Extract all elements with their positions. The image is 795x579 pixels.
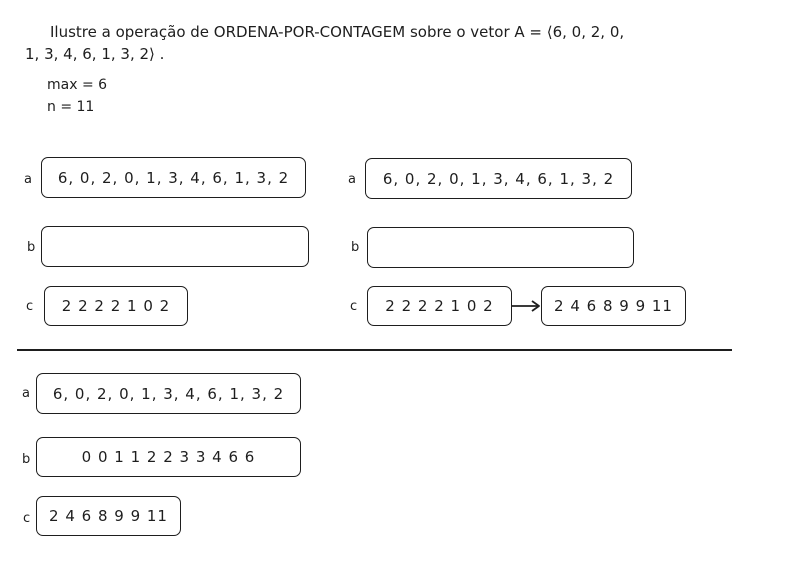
step2-label-c: c bbox=[350, 299, 358, 314]
step3-array-a: 6, 0, 2, 0, 1, 3, 4, 6, 1, 3, 2 bbox=[36, 373, 301, 414]
step3-array-b: 0 0 1 1 2 2 3 3 4 6 6 bbox=[36, 437, 301, 477]
step3-label-b: b bbox=[22, 452, 31, 467]
step1-label-b: b bbox=[27, 240, 36, 255]
step2-array-a: 6, 0, 2, 0, 1, 3, 4, 6, 1, 3, 2 bbox=[365, 158, 632, 199]
step2-label-a: a bbox=[348, 172, 356, 187]
step1-label-c: c bbox=[26, 299, 34, 314]
step3-label-c: c bbox=[23, 511, 31, 526]
max-value: max = 6 bbox=[47, 77, 108, 93]
step1-label-a: a bbox=[24, 172, 32, 187]
step3-array-c: 2 4 6 8 9 9 11 bbox=[36, 496, 181, 536]
step1-array-b bbox=[41, 226, 309, 267]
step2-array-c-next: 2 4 6 8 9 9 11 bbox=[541, 286, 686, 326]
arrow-icon bbox=[512, 300, 540, 312]
step2-array-b bbox=[367, 227, 634, 268]
step3-label-a: a bbox=[22, 386, 30, 401]
step2-label-b: b bbox=[351, 240, 360, 255]
problem-statement-line-1: Ilustre a operação de ORDENA-POR-CONTAGE… bbox=[50, 23, 625, 41]
step1-array-c: 2 2 2 2 1 0 2 bbox=[44, 286, 188, 326]
problem-statement-line-2: 1, 3, 4, 6, 1, 3, 2⟩ . bbox=[25, 45, 165, 63]
section-divider bbox=[17, 349, 732, 351]
n-value: n = 11 bbox=[47, 99, 95, 115]
step1-array-a: 6, 0, 2, 0, 1, 3, 4, 6, 1, 3, 2 bbox=[41, 157, 306, 198]
step2-array-c: 2 2 2 2 1 0 2 bbox=[367, 286, 512, 326]
